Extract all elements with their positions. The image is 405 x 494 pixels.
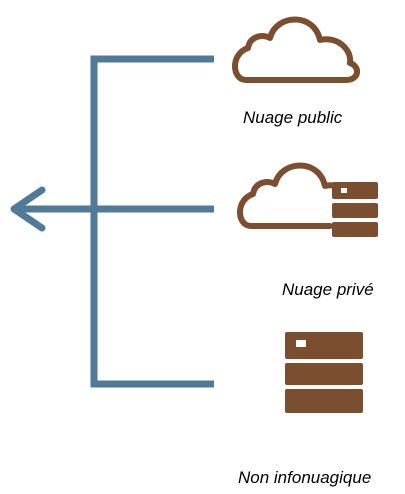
server-stack-small	[332, 182, 378, 237]
left-arrow-head	[10, 186, 46, 232]
cloud-icon	[232, 16, 360, 83]
non-cloud-label: Non infonuagique	[238, 468, 372, 487]
server-stack-icon	[285, 332, 363, 413]
cloud-with-server-icon	[237, 162, 378, 237]
connector-bracket	[10, 55, 214, 388]
bracket-line	[90, 55, 214, 388]
public-cloud-label: Nuage public	[243, 108, 343, 127]
private-cloud-label: Nuage privé	[282, 280, 374, 299]
